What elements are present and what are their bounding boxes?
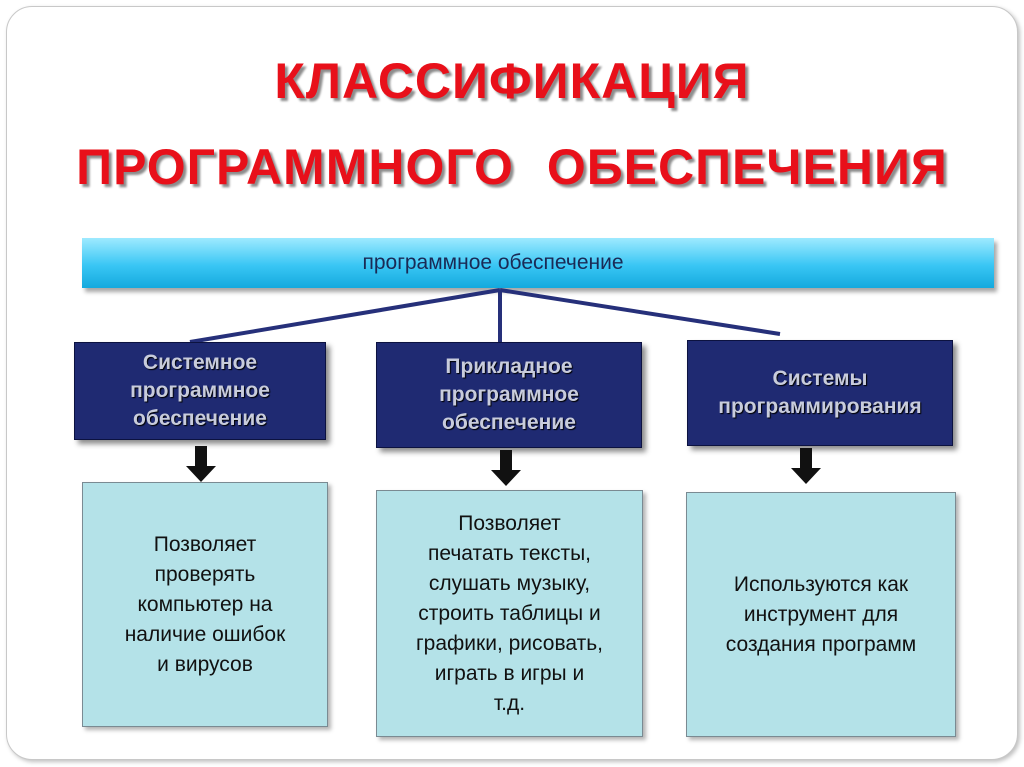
description-text: Используются как инструмент для создания…	[725, 572, 917, 656]
category-label: Системное программное обеспечение	[130, 351, 270, 430]
description-application-software: Позволяет печатать тексты, слушать музык…	[376, 490, 643, 737]
description-programming-systems: Используются как инструмент для создания…	[686, 492, 956, 737]
category-label: Прикладное программное обеспечение	[439, 355, 579, 434]
down-arrow-icon	[491, 450, 521, 486]
category-programming-systems: Системы программирования	[687, 340, 953, 446]
description-text: Позволяет печатать тексты, слушать музык…	[416, 511, 603, 715]
connector-line-left	[189, 288, 501, 344]
down-arrow-icon	[186, 446, 216, 482]
description-system-software: Позволяет проверять компьютер на наличие…	[82, 482, 328, 727]
category-system-software: Системное программное обеспечение	[74, 342, 326, 440]
root-node: программное обеспечение	[82, 238, 994, 288]
category-application-software: Прикладное программное обеспечение	[376, 342, 642, 448]
down-arrow-icon	[791, 448, 821, 484]
category-label: Системы программирования	[718, 367, 922, 418]
title-line-1: КЛАССИФИКАЦИЯ	[274, 53, 750, 109]
title-line-2: ПРОГРАММНОГО ОБЕСПЕЧЕНИЯ	[76, 139, 948, 195]
connector-line-right	[499, 288, 781, 336]
root-node-label: программное обеспечение	[362, 251, 624, 274]
description-text: Позволяет проверять компьютер на наличие…	[124, 532, 286, 676]
